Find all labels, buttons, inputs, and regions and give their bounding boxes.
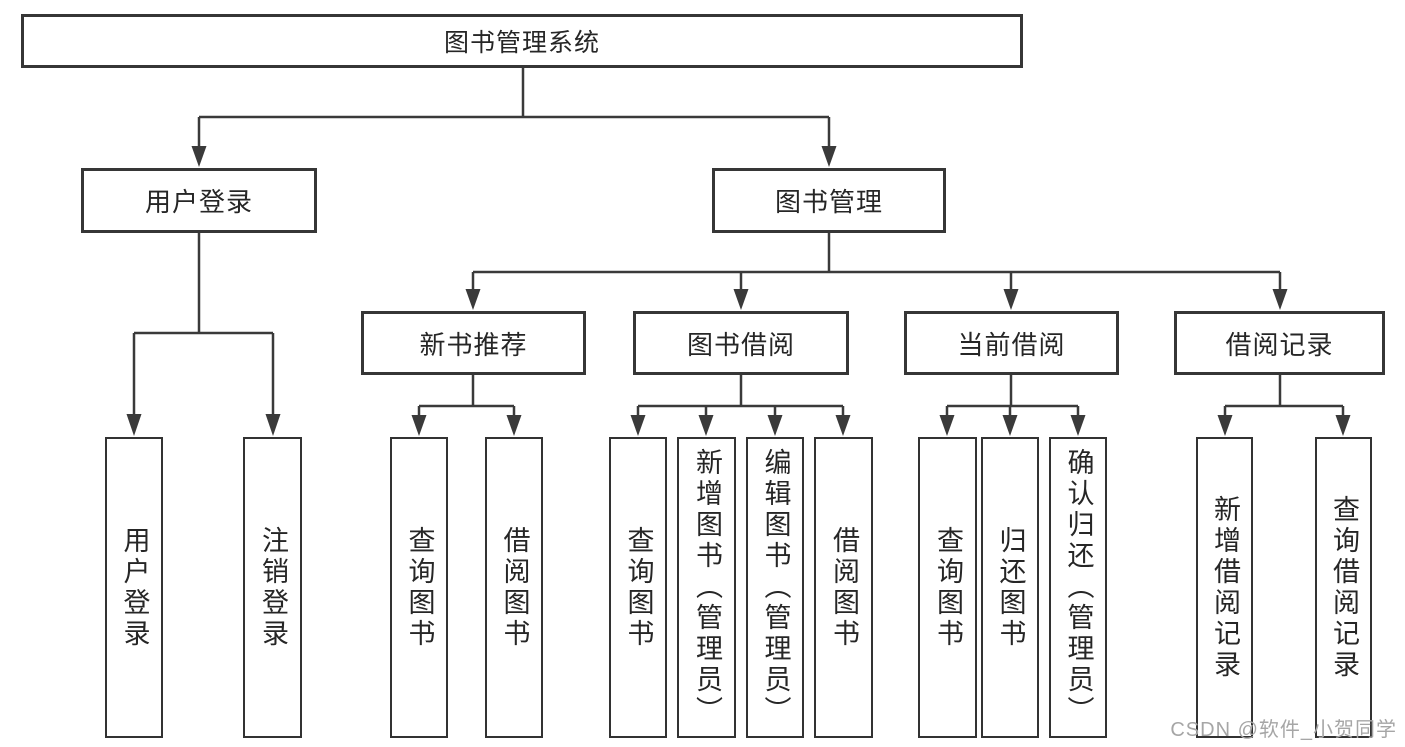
arrowhead [126,414,142,436]
arrowhead [821,146,837,167]
node-new-book-recommend: 新书推荐 [361,311,586,375]
connector-book-management-children [465,233,1288,310]
arrowhead [1272,289,1288,310]
node-current-borrowing: 当前借阅 [904,311,1119,375]
node-label: 图书管理 [774,187,883,217]
arrowhead [835,415,851,436]
connector-user-login-children [126,233,281,436]
leaf-edit-books-admin: 编辑图书（管理员） [746,437,804,738]
node-label: 图书管理系统 [443,29,600,57]
node-borrowing-records: 借阅记录 [1174,311,1385,375]
connector-new-book-children [411,375,522,436]
arrowhead [1002,415,1018,436]
arrowhead [265,414,281,436]
leaf-query-books-recommend: 查询图书 [390,437,448,738]
node-user-login: 用户登录 [81,168,317,233]
arrowhead [411,415,427,436]
connector-root-to-level2 [191,68,837,167]
arrowhead [506,415,522,436]
node-label: 注销登录 [258,525,288,650]
node-label: 借阅图书 [499,525,530,650]
leaf-query-books-current: 查询图书 [918,437,977,738]
node-label: 编辑图书（管理员） [760,448,791,727]
node-label: 确认归还（管理员） [1063,448,1094,727]
node-label: 查询图书 [933,525,963,650]
node-label: 归还图书 [995,525,1026,650]
node-label: 用户登录 [119,525,150,650]
node-label: 用户登录 [144,187,253,217]
leaf-add-books-admin: 新增图书（管理员） [677,437,736,738]
arrowhead [733,289,749,310]
connector-book-borrow-children [630,375,851,436]
node-label: 查询图书 [404,525,435,650]
node-label: 查询借阅记录 [1329,494,1359,681]
arrowhead [1217,415,1233,436]
arrowhead [698,415,714,436]
node-label: 新书推荐 [419,329,528,360]
node-library-management-system: 图书管理系统 [21,14,1023,68]
arrowhead [1070,415,1086,436]
arrowhead [1335,415,1351,436]
arrowhead [767,415,783,436]
arrowhead [1003,289,1019,310]
node-label: 借阅记录 [1225,329,1334,360]
leaf-logout: 注销登录 [243,437,302,738]
leaf-return-books: 归还图书 [981,437,1039,738]
node-book-management: 图书管理 [712,168,946,233]
node-label: 图书借阅 [686,329,795,360]
leaf-confirm-return-admin: 确认归还（管理员） [1049,437,1107,738]
node-label: 新增借阅记录 [1210,494,1240,681]
csdn-watermark: CSDN @软件_小贺同学 [1170,719,1397,741]
node-label: 新增图书（管理员） [692,448,722,727]
arrowhead [191,146,207,167]
connector-borrow-record-children [1217,375,1351,436]
node-label: 查询图书 [623,525,654,650]
leaf-user-login: 用户登录 [105,437,163,738]
leaf-query-borrow-record: 查询借阅记录 [1315,437,1372,738]
arrowhead [465,289,481,310]
connector-current-borrow-children [939,375,1086,436]
arrowhead [939,415,955,436]
leaf-borrow-books-recommend: 借阅图书 [485,437,543,738]
node-book-borrowing: 图书借阅 [633,311,849,375]
leaf-borrow-books: 借阅图书 [814,437,873,738]
node-label: 借阅图书 [829,525,859,650]
leaf-add-borrow-record: 新增借阅记录 [1196,437,1253,738]
node-label: 当前借阅 [957,329,1066,360]
leaf-query-books-borrow: 查询图书 [609,437,667,738]
arrowhead [630,415,646,436]
